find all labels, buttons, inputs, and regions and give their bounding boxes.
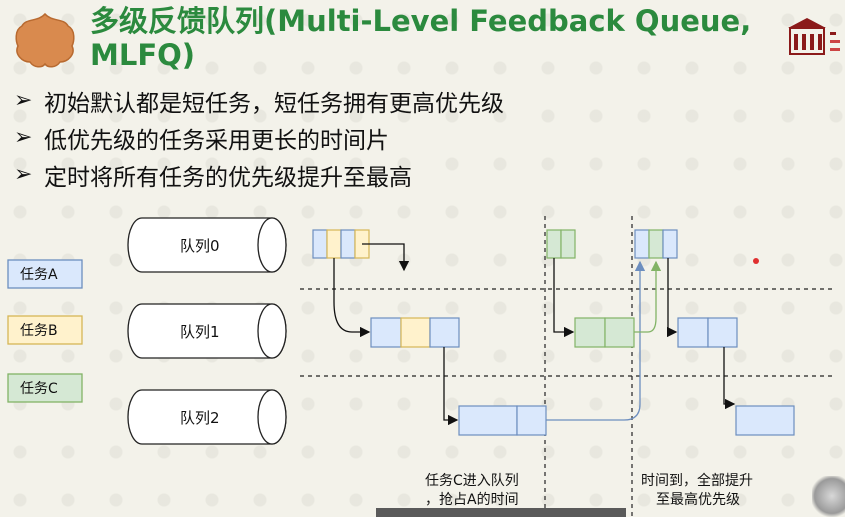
task-a-slice: [370, 317, 402, 348]
demote-arrow: [333, 258, 371, 338]
task-a-slice: [458, 405, 518, 436]
task-a-slice: [677, 317, 709, 348]
caption-task-c-line2: ，抢占A的时间: [425, 491, 519, 508]
q2-phase3-tasks: [735, 405, 795, 436]
demote-arrow: [666, 258, 678, 338]
bullet-text: 定时将所有任务的优先级提升至最高: [44, 164, 412, 191]
university-emblem-icon: [15, 12, 75, 68]
legend-label: 任务A: [20, 267, 58, 283]
legend-label: 任务C: [20, 381, 58, 397]
q1-phase2-tasks: [574, 317, 635, 348]
caption-boost-line1: 时间到，全部提升: [641, 472, 753, 489]
bullet-item: ➢ 低优先级的任务采用更长的时间片: [14, 119, 504, 156]
laser-pointer-dot: [753, 258, 759, 264]
task-c-slice: [648, 229, 664, 259]
demote-arrow: [362, 243, 410, 272]
queue-2: 队列2: [127, 389, 287, 445]
bullet-item: ➢ 定时将所有任务的优先级提升至最高: [14, 156, 504, 193]
task-a-slice: [516, 405, 547, 436]
task-a-slice: [707, 317, 738, 348]
task-c-slice: [546, 229, 562, 259]
q2-phase1-tasks: [458, 405, 547, 436]
task-b-slice: [400, 317, 431, 348]
caption-boost-line2: 至最高优先级: [656, 491, 740, 508]
bullet-text: 低优先级的任务采用更长的时间片: [44, 127, 389, 154]
bullet-item: ➢ 初始默认都是短任务，短任务拥有更高优先级: [14, 82, 504, 119]
level-separators: [300, 216, 832, 517]
q1-phase3-tasks: [677, 317, 738, 348]
task-c-slice: [560, 229, 576, 259]
q0-phase2-tasks: [546, 229, 576, 259]
bullet-arrow-icon: ➢: [14, 125, 33, 150]
task-b-slice: [326, 229, 342, 259]
q1-phase1-tasks: [370, 317, 460, 348]
legend-task-b: 任务B: [7, 315, 83, 345]
caption-task-c-line1: 任务C进入队列: [425, 473, 519, 489]
task-a-slice: [340, 229, 356, 259]
task-a-slice: [662, 229, 678, 259]
queue-label: 队列2: [180, 409, 220, 427]
corner-avatar-blur: [812, 476, 845, 517]
bullet-arrow-icon: ➢: [14, 88, 33, 113]
legend-task-a: 任务A: [7, 259, 83, 289]
bullet-text: 初始默认都是短任务，短任务拥有更高优先级: [44, 90, 504, 117]
task-a-slice: [429, 317, 460, 348]
task-c-slice: [604, 317, 635, 348]
demote-arrow: [443, 347, 459, 426]
task-a-slice: [312, 229, 328, 259]
demote-arrow: [553, 258, 575, 338]
queue-1: 队列1: [127, 303, 287, 359]
task-a-slice: [735, 405, 795, 436]
task-c-slice: [574, 317, 606, 348]
q0-phase3-tasks: [634, 229, 678, 259]
queue-0: 队列0: [127, 217, 287, 273]
boost-arrow-green: [634, 260, 662, 333]
university-building-icon: [788, 18, 840, 55]
bullet-list: ➢ 初始默认都是短任务，短任务拥有更高优先级 ➢ 低优先级的任务采用更长的时间片…: [14, 82, 504, 193]
queue-label: 队列1: [180, 323, 220, 341]
boost-arrow-blue: [546, 260, 646, 421]
legend-label: 任务B: [20, 323, 58, 339]
q0-phase1-tasks: [312, 229, 370, 259]
queue-label: 队列0: [180, 237, 220, 255]
demote-arrow: [723, 347, 736, 410]
bullet-arrow-icon: ➢: [14, 162, 33, 187]
title-line-1: 多级反馈队列(Multi-Level Feedback Queue,: [90, 4, 752, 38]
title-line-2: MLFQ): [90, 38, 196, 72]
video-overlay-bar: [376, 508, 626, 517]
slide-title: 多级反馈队列(Multi-Level Feedback Queue, MLFQ): [90, 4, 770, 72]
flow-arrows: [333, 243, 736, 426]
legend-task-c: 任务C: [7, 373, 83, 403]
task-a-slice: [634, 229, 650, 259]
